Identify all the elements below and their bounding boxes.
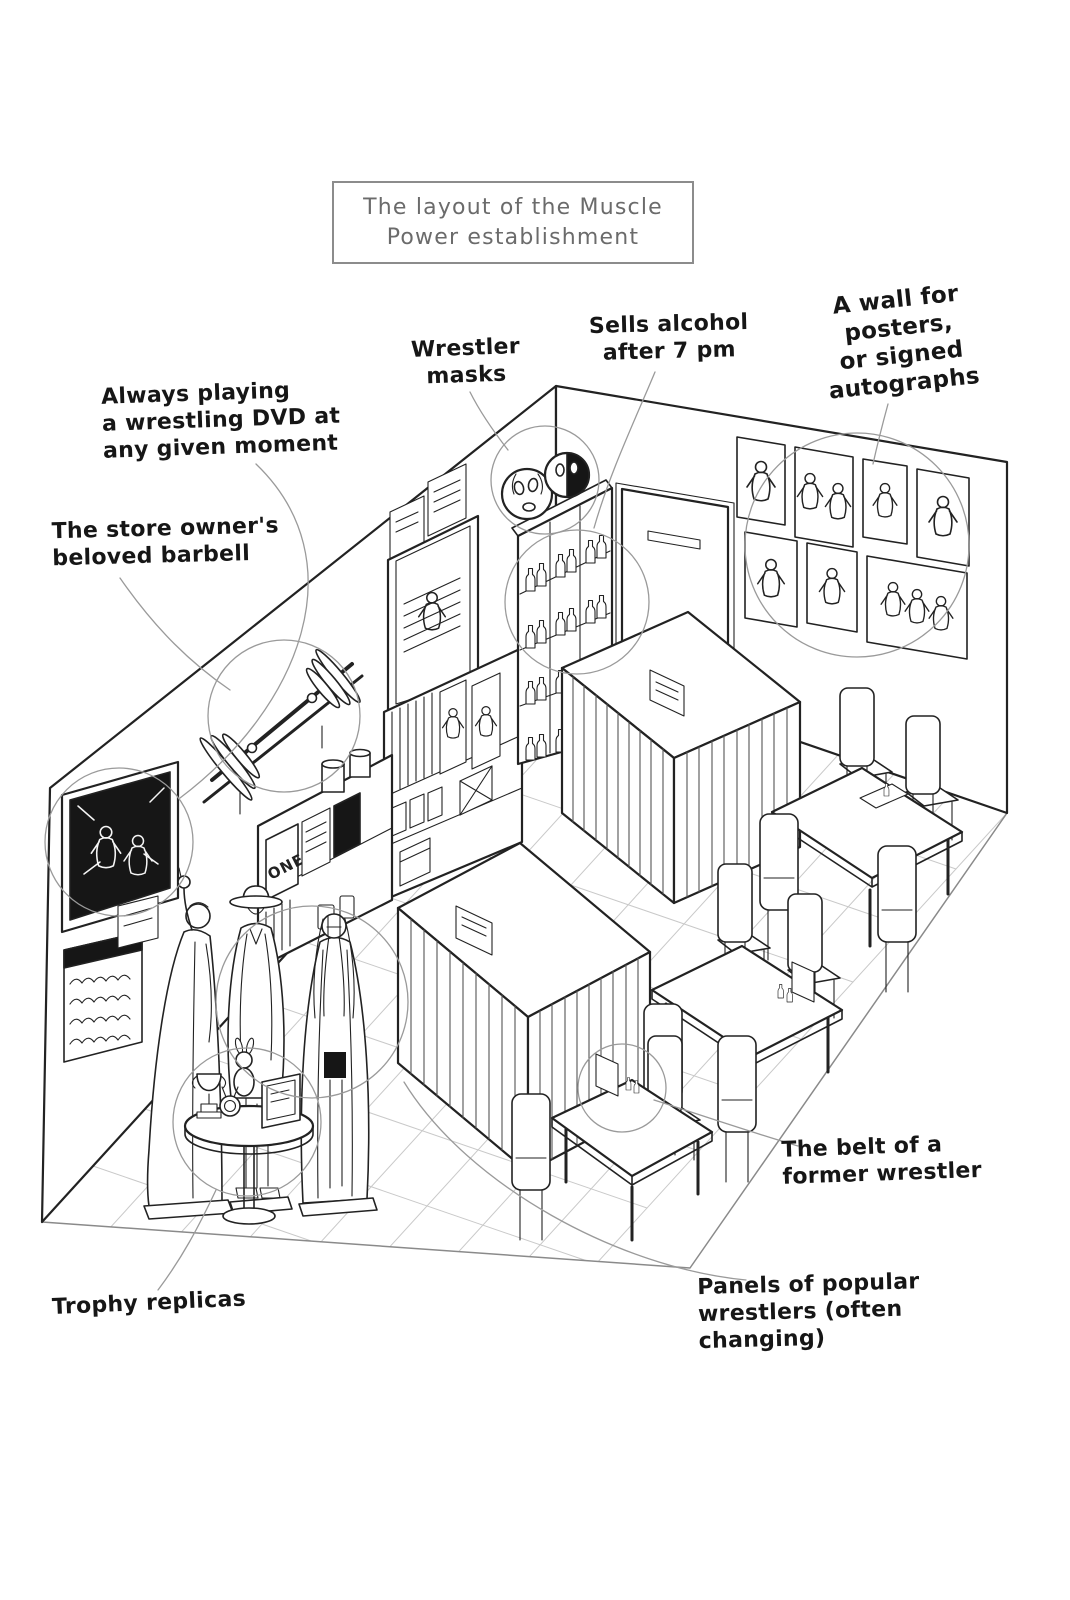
tv-screen <box>60 760 180 934</box>
label-belt: The belt of a former wrestler <box>781 1132 983 1190</box>
crowd-poster <box>63 931 143 1063</box>
poster-wall <box>736 436 970 660</box>
plaque <box>261 1073 301 1129</box>
medal <box>219 1086 241 1117</box>
counter-2-sign <box>649 669 685 717</box>
trophy-table <box>183 1037 315 1225</box>
label-wrestling-dvd: Always playing a wrestling DVD at any gi… <box>100 378 341 464</box>
annotation-circles <box>44 425 970 1197</box>
leader-lines <box>119 371 889 1291</box>
label-barbell: The store owner's beloved barbell <box>51 513 280 572</box>
table-display <box>595 1053 619 1097</box>
trophy-cup <box>191 1073 227 1119</box>
table-b <box>643 863 844 1183</box>
title-box: The layout of the Muscle Power establish… <box>332 181 694 265</box>
table-c <box>511 1035 714 1242</box>
menu-stand <box>791 961 815 1003</box>
wrestler-masks-art <box>500 451 591 521</box>
wrestler-panels <box>143 867 378 1220</box>
label-wrestler-masks: Wrestler masks <box>410 334 521 390</box>
merch-cabinet <box>382 646 524 902</box>
small-wall-frame <box>117 895 159 949</box>
table-a <box>759 687 964 993</box>
label-poster-wall: A wall for posters, or signed autographs <box>827 280 982 405</box>
label-sells-alcohol: Sells alcohol after 7 pm <box>588 309 749 366</box>
barbell <box>199 648 364 815</box>
label-panels: Panels of popular wrestlers (often chang… <box>696 1269 920 1354</box>
door-sign <box>647 530 701 550</box>
